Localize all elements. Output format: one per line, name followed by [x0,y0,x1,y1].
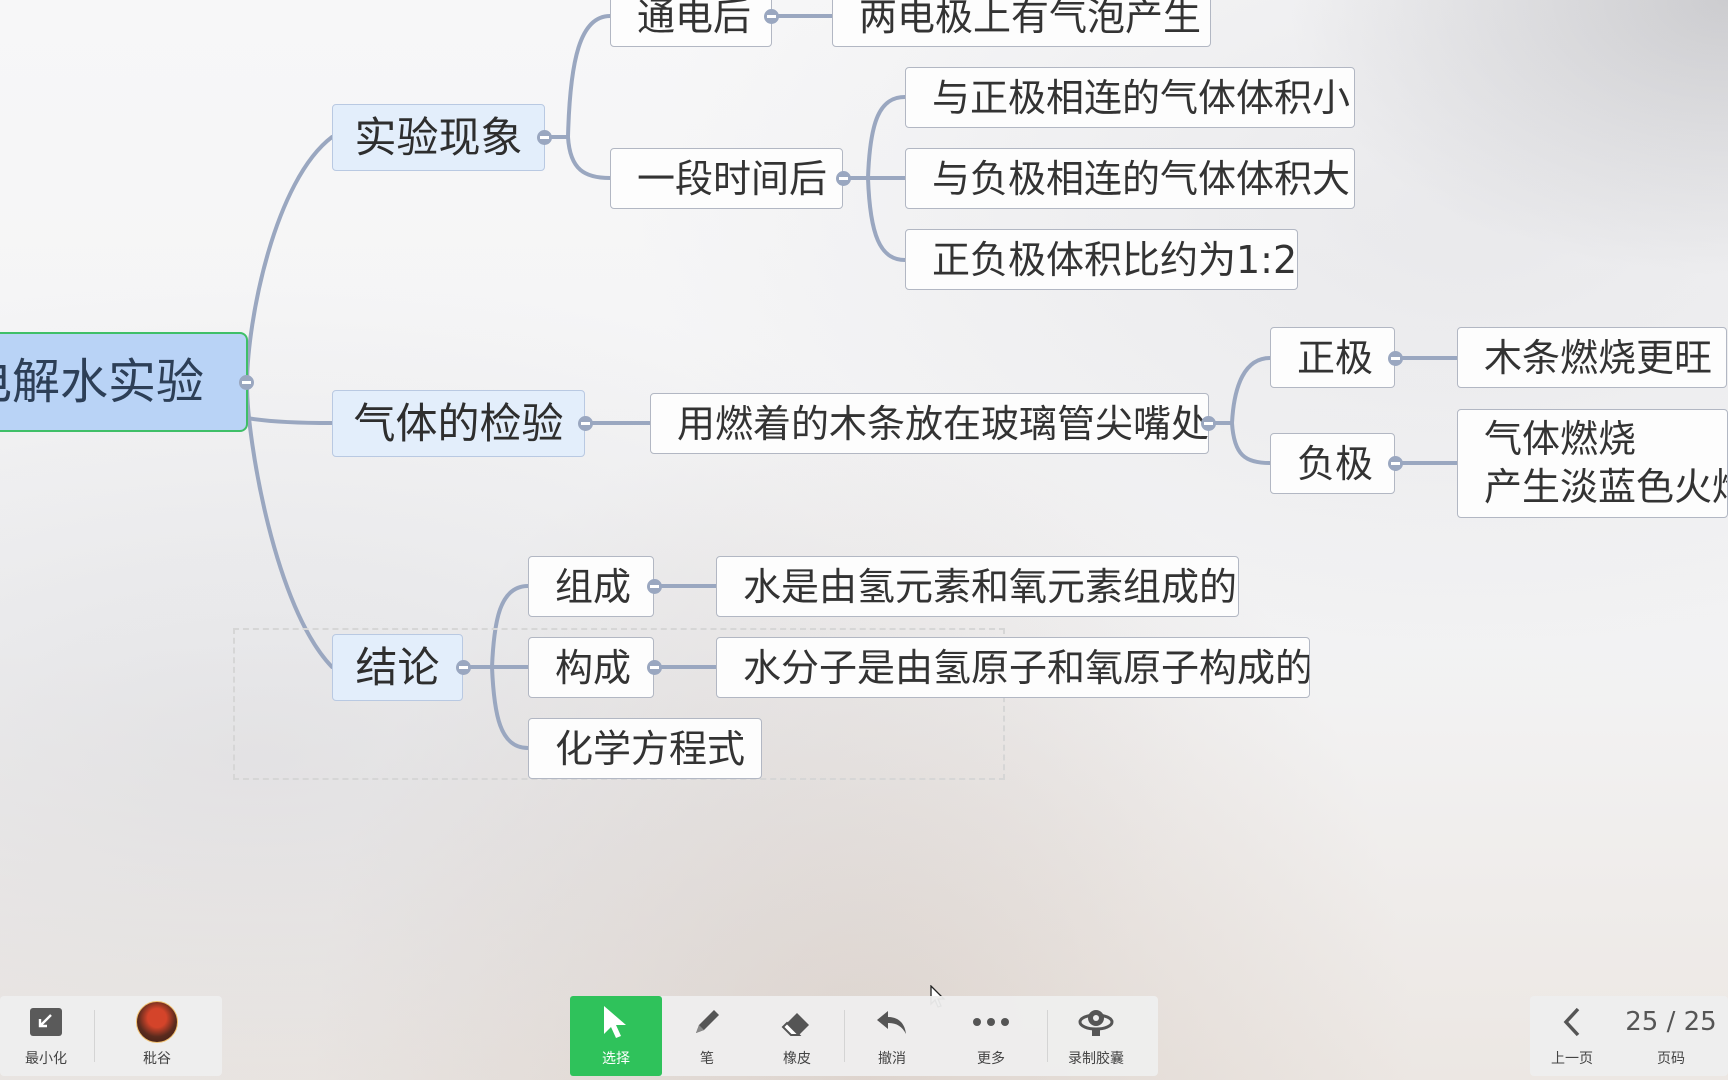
result-item-label: 与负极相连的气体体积大 [932,156,1351,201]
eraser-icon [781,1013,809,1036]
node-test-method-label: 用燃着的木条放在玻璃管尖嘴处 [677,401,1209,446]
record-capsule-button[interactable]: 录制胶囊 [1050,996,1142,1076]
result-item[interactable]: 正负极体积比约为1:2 [905,229,1298,290]
collapse-structure-icon[interactable] [647,660,662,675]
avatar [136,1001,178,1043]
page-indicator: 25 / 25 [1625,1002,1716,1042]
node-equation[interactable]: 化学方程式 [528,718,762,779]
result-item[interactable]: 与正极相连的气体体积小 [905,67,1355,128]
branch-conclusion-label: 结论 [355,642,440,692]
record-capsule-icon [1078,1010,1114,1036]
collapse-conclusion-icon[interactable] [456,660,471,675]
node-composition-label: 组成 [555,564,632,609]
node-after-time-label: 一段时间后 [637,156,828,201]
select-tool-label: 选择 [602,1051,630,1067]
node-after-power[interactable]: 通电后 [610,0,772,47]
toolbar-center: 选择 笔 橡皮 撤消 [570,996,1158,1076]
pen-icon [696,1010,719,1033]
minimize-button[interactable]: 最小化 [0,996,92,1076]
node-negative-result[interactable]: 气体燃烧 产生淡蓝色火焰 [1457,409,1728,518]
page-number-button[interactable]: 25 / 25 页码 [1614,996,1728,1076]
collapse-after-time-icon[interactable] [836,171,851,186]
collapse-composition-icon[interactable] [647,579,662,594]
root-label: 电解水实验 [0,354,204,410]
select-tool-button[interactable]: 选择 [570,996,662,1076]
node-negative-result-line1: 气体燃烧 [1484,417,1637,461]
collapse-test-method-icon[interactable] [1201,416,1216,431]
selection-dashed-box [233,628,1005,780]
undo-icon [877,1011,906,1034]
branch-gas-test[interactable]: 气体的检验 [332,390,585,457]
collapse-root-icon[interactable] [239,375,254,390]
result-item-label: 与正极相连的气体体积小 [932,75,1351,120]
prev-page-label: 上一页 [1551,1051,1593,1067]
page-number-label: 页码 [1657,1051,1685,1067]
result-item-label: 正负极体积比约为1:2 [932,237,1298,282]
node-structure[interactable]: 构成 [528,637,654,698]
node-positive-result[interactable]: 木条燃烧更旺 [1457,327,1727,388]
user-label: 秕谷 [143,1051,171,1067]
node-test-method[interactable]: 用燃着的木条放在玻璃管尖嘴处 [650,393,1209,454]
branch-conclusion[interactable]: 结论 [332,634,463,701]
minimize-label: 最小化 [25,1051,67,1067]
node-composition[interactable]: 组成 [528,556,654,617]
node-negative-result-line2: 产生淡蓝色火焰 [1484,464,1728,509]
toolbar-separator [844,1010,845,1062]
eraser-tool-label: 橡皮 [783,1051,811,1067]
more-button[interactable]: 更多 [937,996,1045,1076]
node-structure-result-label: 水分子是由氢原子和氧原子构成的 [743,645,1310,690]
toolbar-left: 最小化 秕谷 [0,996,222,1076]
node-positive-result-label: 木条燃烧更旺 [1484,335,1713,380]
branch-phenomena[interactable]: 实验现象 [332,104,545,171]
prev-page-button[interactable]: 上一页 [1530,996,1614,1076]
chevron-left-icon [1563,1007,1580,1037]
page-total: 25 [1683,1007,1717,1037]
toolbar-separator [94,1010,95,1062]
node-composition-result[interactable]: 水是由氢元素和氧元素组成的 [716,556,1239,617]
toolbar-right: 上一页 25 / 25 页码 [1530,996,1728,1076]
root-node[interactable]: 电解水实验 [0,332,248,432]
more-label: 更多 [977,1051,1005,1067]
node-after-time[interactable]: 一段时间后 [610,148,843,209]
node-equation-label: 化学方程式 [555,726,746,771]
page-slash: / [1658,1007,1684,1037]
node-composition-result-label: 水是由氢元素和氧元素组成的 [743,564,1238,609]
minimize-icon [30,1008,62,1036]
node-positive-label: 正极 [1297,335,1374,380]
node-positive[interactable]: 正极 [1270,327,1395,388]
undo-label: 撤消 [878,1051,906,1067]
result-item[interactable]: 与负极相连的气体体积大 [905,148,1355,209]
branch-gas-test-label: 气体的检验 [353,398,564,448]
page-current: 25 [1625,1007,1659,1037]
node-negative-label: 负极 [1297,441,1374,486]
node-structure-result[interactable]: 水分子是由氢原子和氧原子构成的 [716,637,1310,698]
pen-tool-label: 笔 [700,1051,714,1067]
undo-button[interactable]: 撤消 [847,996,937,1076]
branch-phenomena-label: 实验现象 [354,112,523,162]
collapse-phenomena-icon[interactable] [537,130,552,145]
node-after-power-result-label: 两电极上有气泡产生 [859,0,1202,39]
collapse-gas-test-icon[interactable] [578,416,593,431]
node-structure-label: 构成 [555,645,632,690]
cursor-arrow-icon [604,1006,626,1038]
node-after-power-result[interactable]: 两电极上有气泡产生 [832,0,1211,47]
node-negative[interactable]: 负极 [1270,433,1395,494]
more-dots-icon [973,1018,1009,1026]
record-capsule-label: 录制胶囊 [1068,1051,1124,1067]
pen-tool-button[interactable]: 笔 [662,996,752,1076]
collapse-negative-icon[interactable] [1388,456,1403,471]
user-button[interactable]: 秕谷 [97,996,217,1076]
eraser-tool-button[interactable]: 橡皮 [752,996,842,1076]
toolbar-separator [1047,1010,1048,1062]
node-after-power-label: 通电后 [637,0,752,39]
collapse-positive-icon[interactable] [1388,351,1403,366]
collapse-after-power-icon[interactable] [764,9,779,24]
